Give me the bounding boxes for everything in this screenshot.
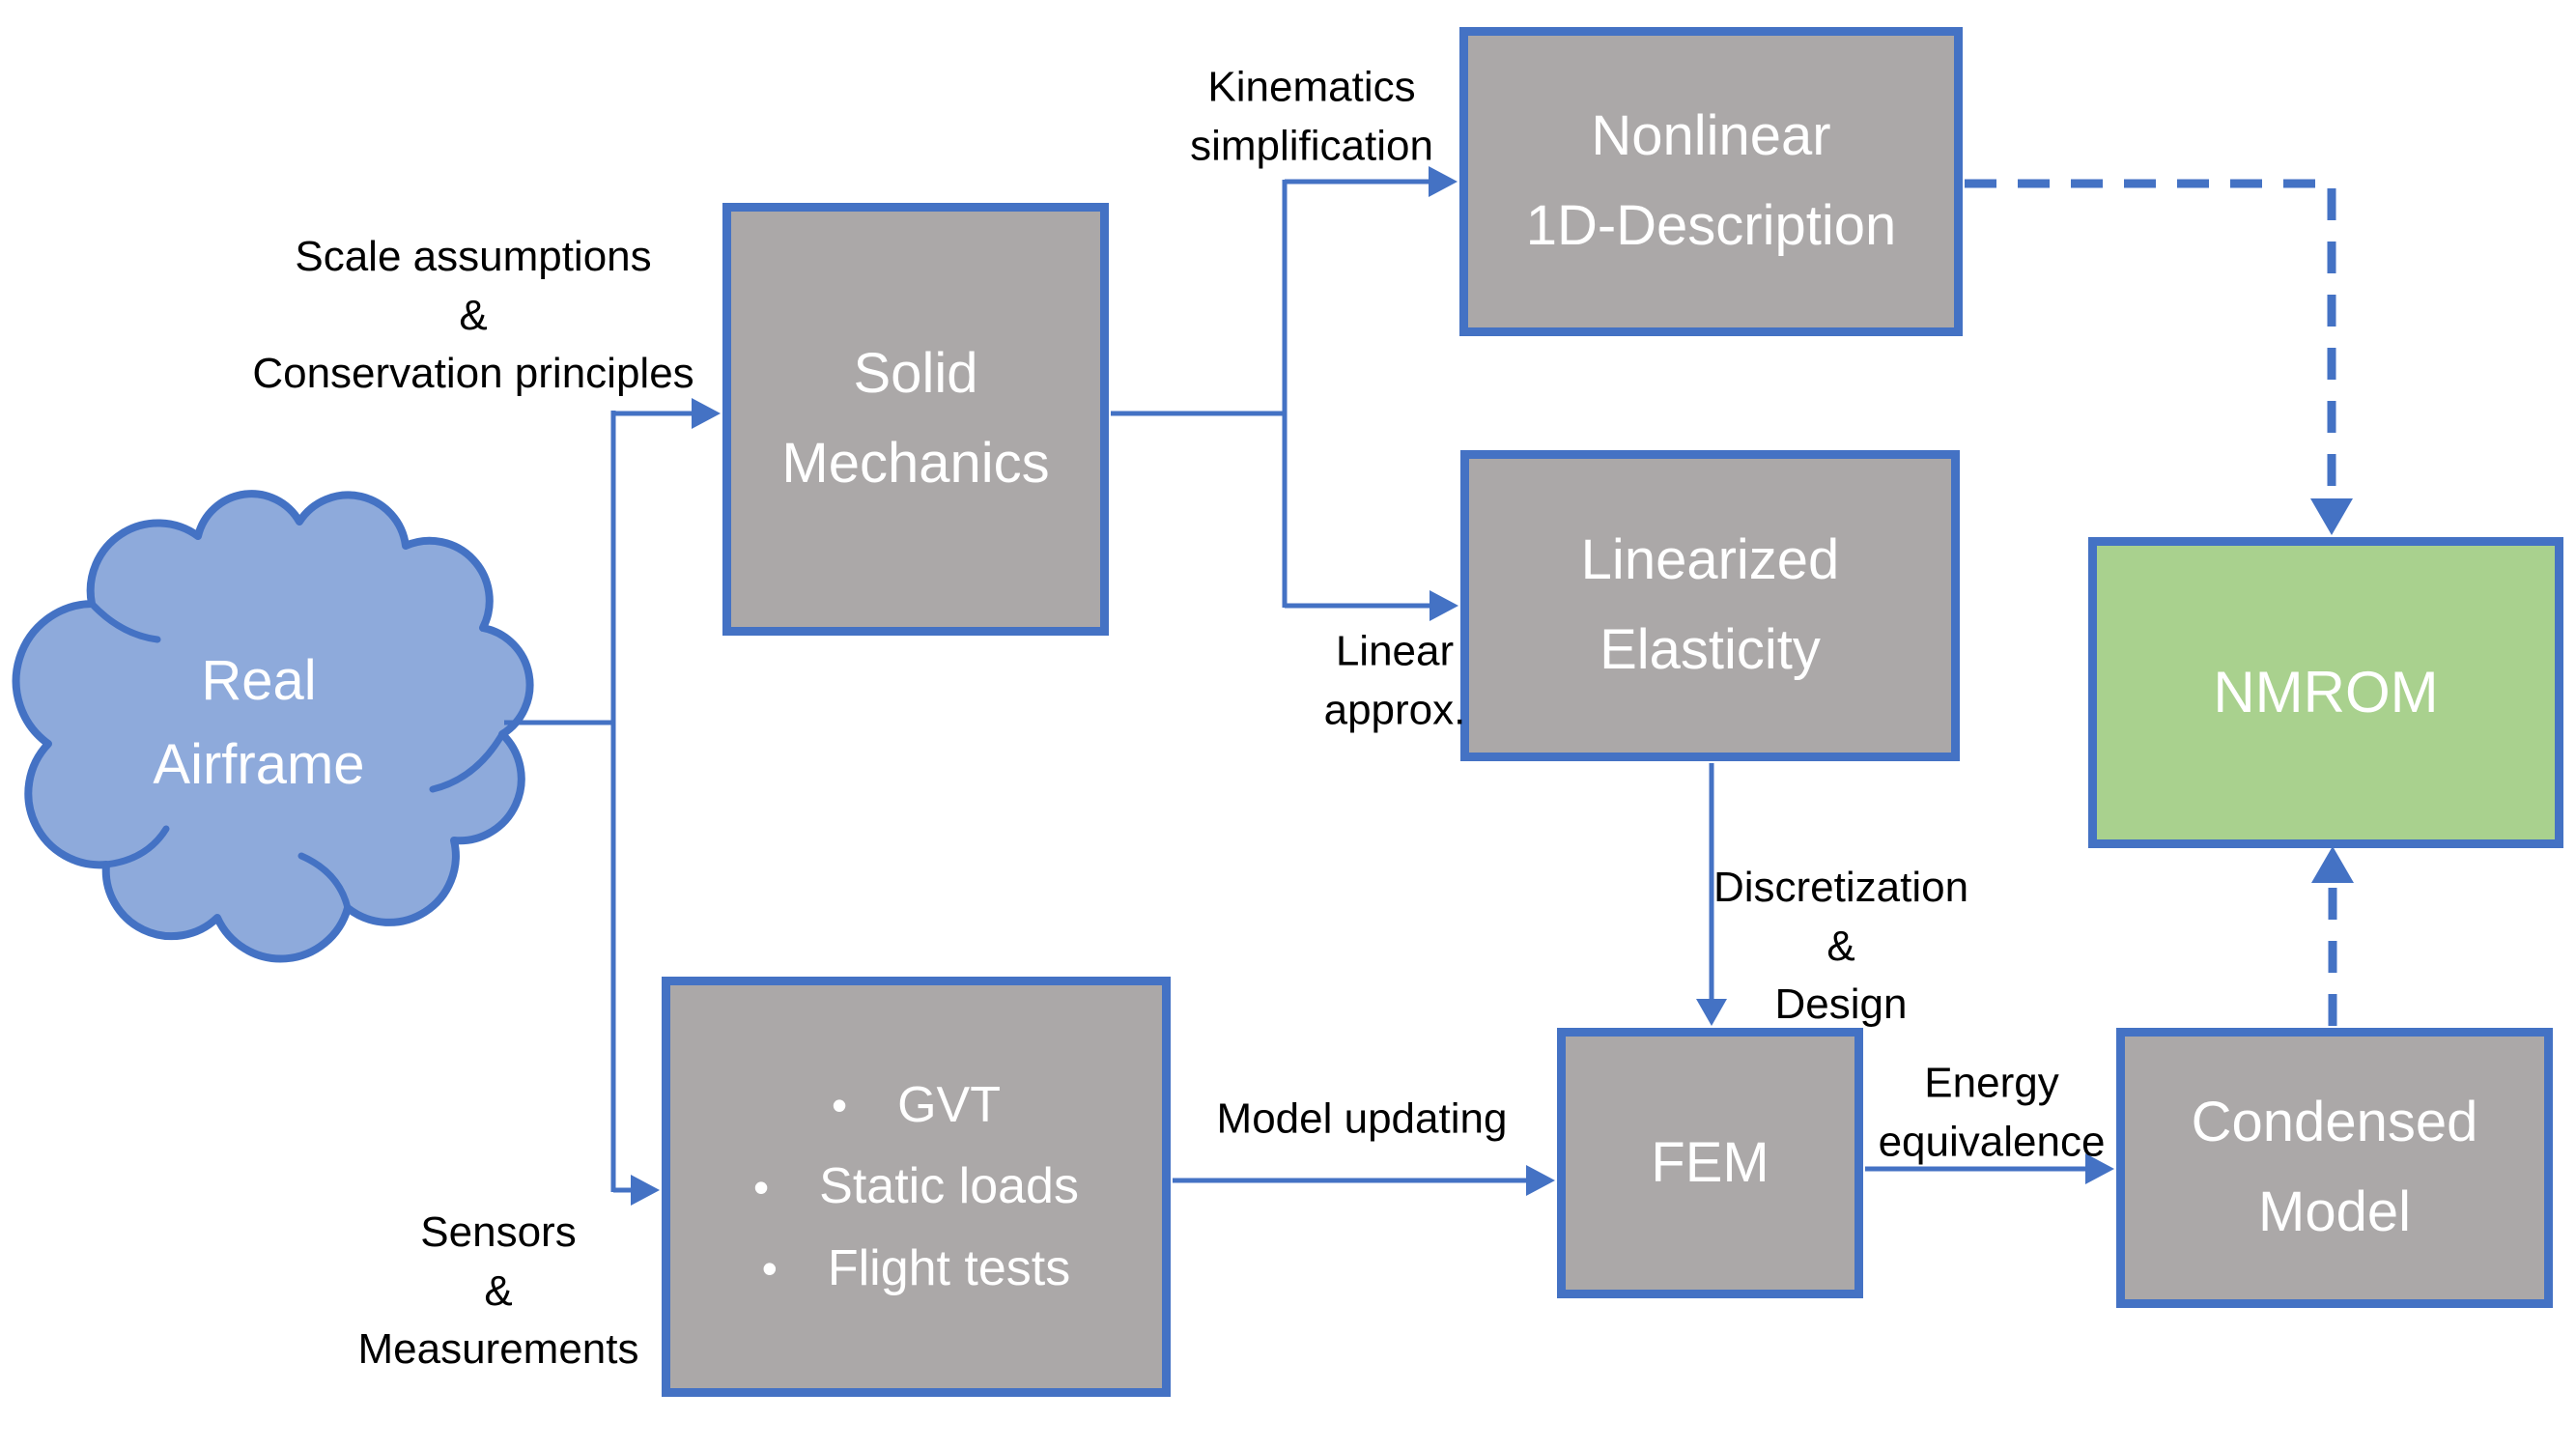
arrowhead-into-condensed (2085, 1153, 2114, 1184)
list-item-label: GVT (897, 1076, 1001, 1133)
edge-label-sensors-measurements: Sensors & Measurements (357, 1208, 639, 1374)
list-item: • Static loads (753, 1160, 1079, 1213)
cloud-outline (12, 490, 534, 963)
box-fem-label: FEM (1651, 1130, 1769, 1194)
arrowhead-into-fem-top (1696, 999, 1727, 1026)
bullet-icon: • (753, 1161, 770, 1212)
box-nonlinear-1d-description-label: Nonlinear 1D-Description (1525, 104, 1897, 257)
arrowhead-dashed-into-nmrom-top (2310, 498, 2353, 535)
cloud-inner-arc (429, 730, 506, 793)
connector-solid-mechanics-split (1111, 166, 1458, 621)
cloud-real-airframe-label: Real Airframe (153, 649, 365, 796)
connector-dashed-condensed-to-nmrom (2311, 846, 2354, 1026)
cloud-inner-arc (297, 852, 352, 912)
arrowhead-into-linearized (1430, 590, 1458, 621)
box-nonlinear-1d-description: Nonlinear 1D-Description (1459, 27, 1963, 336)
cloud-inner-arc (102, 825, 170, 868)
list-item: • Flight tests (753, 1242, 1079, 1295)
box-condensed-model: Condensed Model (2116, 1028, 2553, 1308)
arrowhead-dashed-into-nmrom-bottom (2311, 846, 2354, 883)
box-linearized-elasticity-label: Linearized Elasticity (1580, 528, 1840, 681)
box-solid-mechanics-label: Solid Mechanics (781, 342, 1050, 495)
connector-dashed-nonlinear-to-nmrom (1965, 179, 2353, 535)
list-item-label: Static loads (819, 1158, 1079, 1215)
edge-label-energy-equivalence: Energy equivalence (1878, 1059, 2106, 1165)
real-airframe-cloud-shape (12, 490, 534, 963)
box-nmrom: NMROM (2088, 537, 2563, 848)
edge-label-linear-approx: Linear approx. (1323, 627, 1466, 733)
connector-cloud-branch (504, 398, 721, 1206)
box-experimental-data: • GVT • Static loads • Flight tests (662, 977, 1171, 1397)
list-item: • GVT (753, 1079, 1079, 1132)
box-solid-mechanics: Solid Mechanics (722, 203, 1109, 636)
experimental-data-list: • GVT • Static loads • Flight tests (753, 1079, 1079, 1295)
arrowhead-into-solid-mechanics (692, 398, 721, 429)
box-condensed-model-label: Condensed Model (2191, 1091, 2478, 1243)
edge-label-kinematics-simplification: Kinematics simplification (1190, 63, 1433, 169)
arrowhead-into-tests (631, 1175, 660, 1206)
edge-label-discretization-design: Discretization & Design (1713, 863, 1969, 1029)
bullet-icon: • (761, 1243, 778, 1294)
connector-linearized-to-fem (1696, 763, 1727, 1026)
list-item-label: Flight tests (827, 1239, 1071, 1296)
arrowhead-into-fem-left (1526, 1165, 1555, 1196)
box-fem: FEM (1557, 1028, 1863, 1298)
connector-tests-to-fem (1173, 1165, 1555, 1196)
connector-fem-to-condensed (1865, 1153, 2114, 1184)
edge-label-scale-assumptions: Scale assumptions & Conservation princip… (252, 232, 694, 398)
edge-label-model-updating: Model updating (1216, 1094, 1508, 1143)
arrowhead-into-nonlinear (1429, 166, 1458, 197)
box-nmrom-label: NMROM (2213, 660, 2439, 724)
bullet-icon: • (831, 1079, 848, 1130)
box-linearized-elasticity: Linearized Elasticity (1460, 450, 1960, 761)
cloud-inner-arc (88, 600, 161, 643)
